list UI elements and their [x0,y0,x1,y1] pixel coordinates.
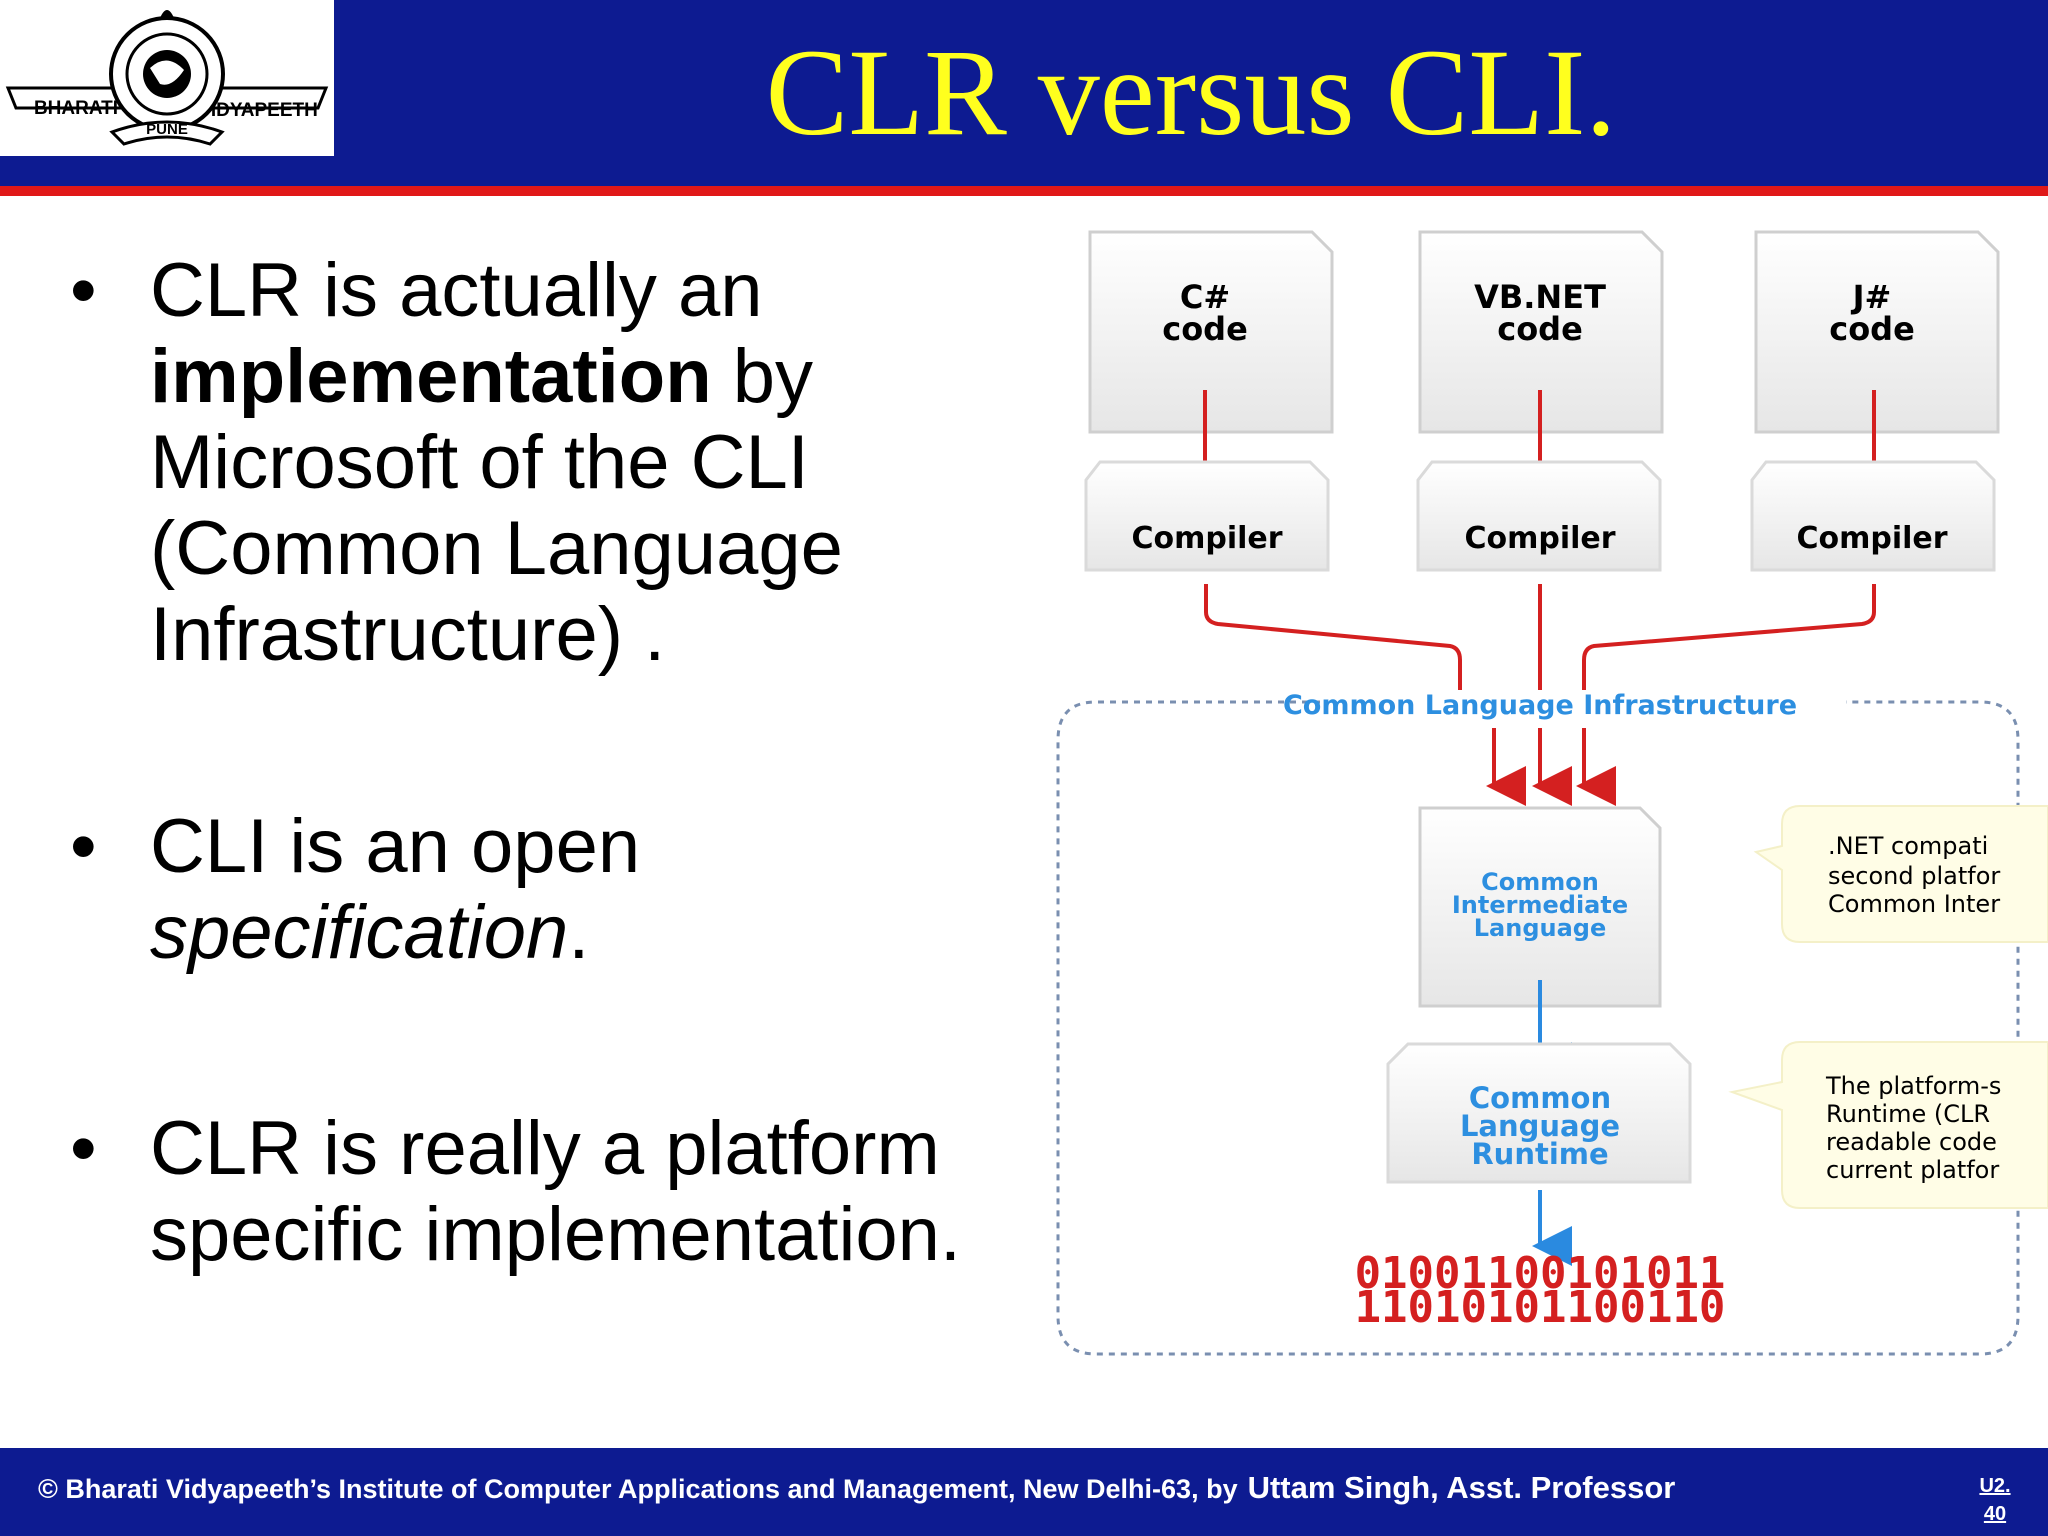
bullet-text: CLR is really a platform specific implem… [150,1106,962,1277]
header-bar: BHARATI VIDYAPEETH PUNE CLR versus CLI. [0,0,2048,190]
source-label: VB.NET [1474,278,1606,316]
note-line: Runtime (CLR [1826,1100,1990,1128]
footer-author: Uttam Singh, Asst. Professor [1247,1470,1676,1505]
clr-label: Language [1460,1109,1620,1143]
clr-cli-diagram: C# code VB.NET code J# code Compiler Com… [1040,220,2048,1375]
bullet-text-part: . [568,890,590,975]
header-divider [0,186,2048,196]
page-number: U2.40 [1960,1472,2030,1528]
note-callout-2: The platform-s Runtime (CLR readable cod… [1728,1041,2048,1209]
bullet-text: CLR is actually an implementation by Mic… [150,248,1070,678]
bullet-dot: • [70,248,97,333]
source-label: code [1829,310,1915,348]
source-doc-csharp: C# code [1088,230,1334,434]
source-label: J# [1851,278,1892,316]
compiler-box: Compiler [1416,460,1662,572]
footer-bar: © Bharati Vidyapeeth’s Institute of Comp… [0,1448,2048,1536]
slide-title: CLR versus CLI. [765,24,1617,161]
source-label: code [1162,310,1248,348]
bullet-text-bold: implementation [150,334,712,419]
bullet-text: CLI is an open specification. [150,804,1070,976]
binary-output-line: 11010101100110 [1355,1282,1726,1333]
note-line: The platform-s [1825,1072,2001,1100]
footer-credit: © Bharati Vidyapeeth’s Institute of Comp… [38,1470,1675,1506]
compiler-label: Compiler [1464,521,1615,556]
cil-label: Intermediate [1452,891,1628,919]
cli-boundary [1056,700,2020,1356]
cli-label: Common Language Infrastructure [1283,690,1797,721]
note-callout-1: .NET compati second platfor Common Inter [1753,805,2048,943]
cil-label: Language [1474,914,1607,942]
svg-text:PUNE: PUNE [146,121,188,138]
note-line: second platfor [1828,862,2000,890]
bullet-dot: • [70,804,97,889]
svg-text:VIDYAPEETH: VIDYAPEETH [198,100,318,121]
note-line: readable code [1826,1128,1997,1156]
page-number-line: U2. [1979,1475,2011,1497]
page-number-line: 40 [1983,1503,2007,1525]
institute-logo: BHARATI VIDYAPEETH PUNE [0,0,334,156]
source-label: C# [1180,278,1230,316]
compiler-box: Compiler [1750,460,1996,572]
bullet-text-italic: specification [150,890,569,975]
bullet-text-part: CLI is an open [150,804,641,889]
cil-doc: Common Intermediate Language [1418,806,1662,1008]
cil-label: Common [1481,868,1599,896]
bullet-dot: • [70,1106,97,1191]
source-doc-jsharp: J# code [1754,230,2000,434]
compiler-label: Compiler [1131,521,1282,556]
note-line: current platfor [1826,1156,1999,1184]
footer-credit-text: © Bharati Vidyapeeth’s Institute of Comp… [38,1474,1238,1504]
note-line: Common Inter [1828,890,2000,918]
compiler-label: Compiler [1796,521,1947,556]
source-doc-vbnet: VB.NET code [1418,230,1664,434]
bullet-text-part: by Microsoft of the CLI (Common Language… [150,334,843,677]
compiler-box: Compiler [1084,460,1330,572]
clr-box: Common Language Runtime [1386,1042,1692,1184]
source-label: code [1497,310,1583,348]
connector-line [1582,584,1876,690]
note-line: .NET compati [1828,832,1988,860]
binary-output-line: 01001100101011 [1355,1248,1726,1299]
clr-label: Common [1469,1081,1611,1115]
bullet-text-part: CLR is actually an [150,248,763,333]
clr-label: Runtime [1471,1137,1608,1171]
connector-line [1204,584,1462,690]
svg-text:BHARATI: BHARATI [34,98,118,119]
